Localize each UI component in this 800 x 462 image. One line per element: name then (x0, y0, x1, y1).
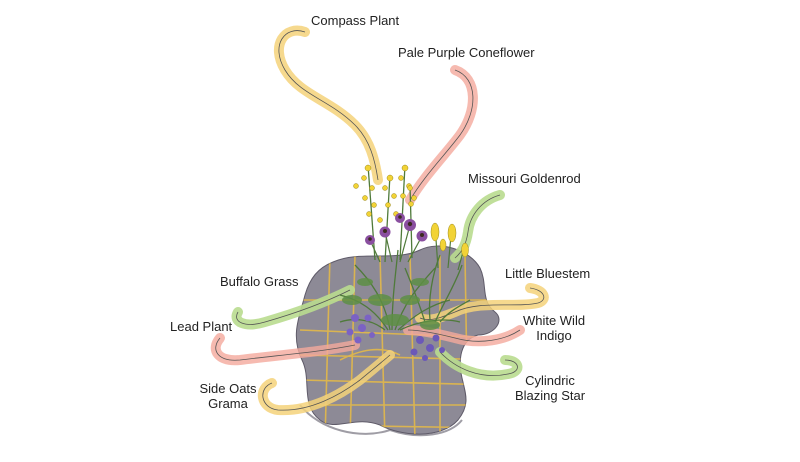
label-little-bluestem: Little Bluestem (505, 266, 591, 281)
plant-grasses (339, 249, 471, 331)
plant-lead-plant (346, 314, 375, 344)
label-cylindric-blazing-star: Cylindric Blazing Star (512, 373, 588, 403)
plant-compass-flowers (353, 164, 417, 223)
stone-shadow (299, 404, 463, 437)
plant-foliage (342, 278, 440, 330)
plant-coneflowers (365, 213, 428, 263)
ribbon-side-oats-grama (258, 350, 395, 416)
ribbon-compass-plant (274, 25, 383, 185)
ribbon-pale-purple-coneflower (405, 65, 478, 205)
label-cylindric-blazing-star-line2: Blazing Star (514, 388, 586, 403)
label-cylindric-blazing-star-line1: Cylindric (525, 373, 575, 388)
label-compass-plant: Compass Plant (311, 13, 400, 28)
label-white-wild-indigo: White Wild Indigo (522, 313, 586, 343)
ribbon-buffalo-grass (231, 285, 355, 330)
ribbon-lead-plant (210, 333, 360, 366)
label-pale-purple-coneflower: Pale Purple Coneflower (398, 45, 535, 60)
label-side-oats-grama-line1: Side Oats (199, 381, 257, 396)
label-missouri-goldenrod: Missouri Goldenrod (468, 171, 581, 186)
label-lead-plant: Lead Plant (170, 319, 233, 334)
label-side-oats-grama: Side Oats Grama (196, 381, 260, 411)
plant-goldenrod (430, 222, 469, 271)
label-buffalo-grass: Buffalo Grass (220, 274, 299, 289)
plant-blazing-star (410, 334, 445, 361)
ribbon-cylindric-blazing-star (435, 347, 523, 381)
label-white-wild-indigo-line1: White Wild (522, 313, 586, 328)
label-side-oats-grama-line2: Grama (208, 396, 248, 411)
label-white-wild-indigo-line2: Indigo (536, 328, 572, 343)
ribbon-white-wild-indigo (403, 325, 525, 347)
ribbon-missouri-goldenrod (450, 190, 505, 263)
